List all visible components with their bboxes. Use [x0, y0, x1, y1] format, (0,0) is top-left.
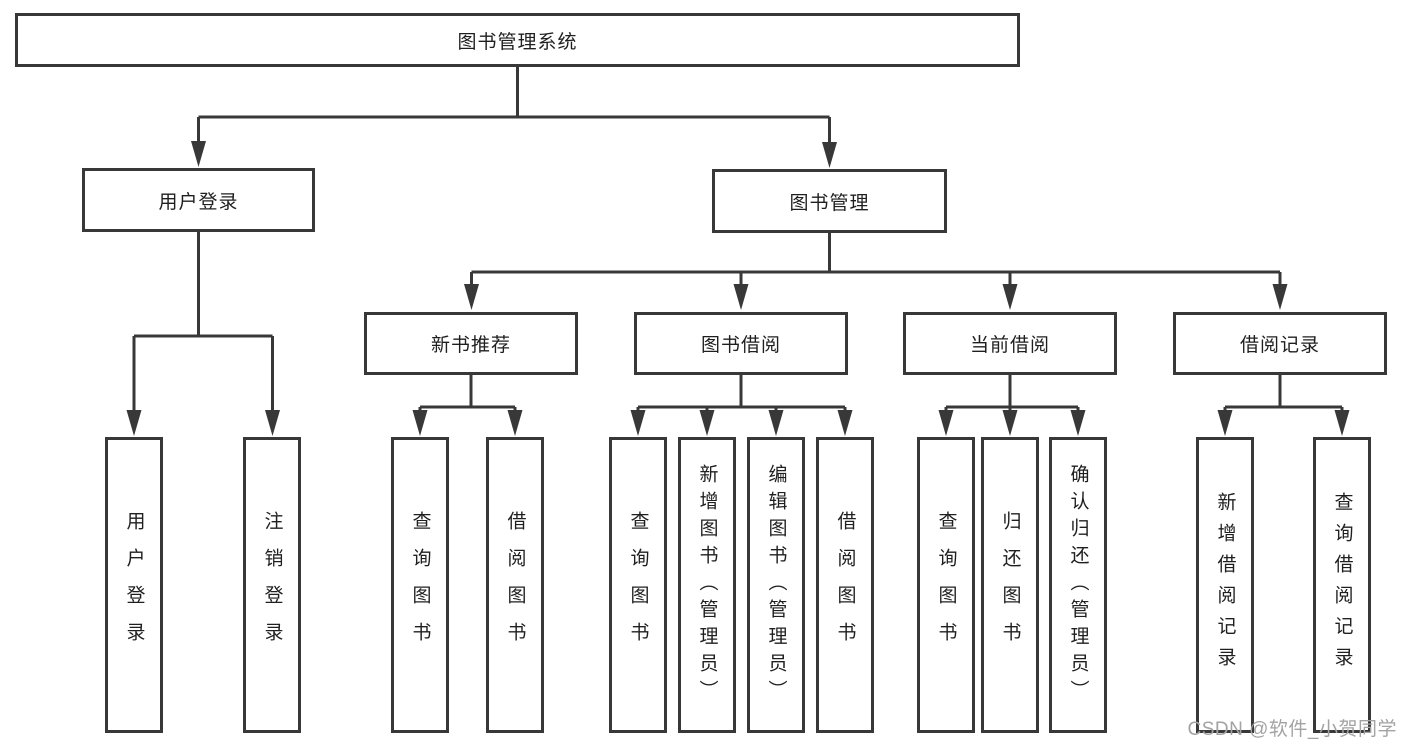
node-label: 当前借阅	[969, 335, 1050, 356]
node-label: 借阅记录	[1239, 335, 1320, 356]
leaf-label: 借阅图书	[834, 511, 856, 659]
leaf-label: 新增图书（管理员）	[696, 463, 718, 707]
leaf-label: 归还图书	[999, 511, 1021, 659]
node-current-borrow: 当前借阅	[903, 312, 1117, 375]
leaf-label: 确认归还（管理员）	[1067, 463, 1089, 707]
node-label: 用户登录	[158, 191, 239, 213]
node-root-system: 图书管理系统	[15, 13, 1020, 67]
leaf-query-books-borrow: 查询图书	[609, 437, 667, 733]
leaf-query-books-current: 查询图书	[917, 437, 975, 733]
leaf-query-books-recommend: 查询图书	[391, 437, 449, 733]
leaf-edit-books-admin: 编辑图书（管理员）	[747, 437, 805, 733]
node-new-book-recommend: 新书推荐	[364, 312, 578, 375]
arrowhead-icons	[126, 141, 1350, 436]
node-book-borrow: 图书借阅	[634, 312, 848, 375]
leaf-confirm-return-admin: 确认归还（管理员）	[1049, 437, 1107, 733]
leaf-label: 查询图书	[627, 511, 649, 659]
node-label: 图书借阅	[700, 335, 781, 356]
node-borrow-records: 借阅记录	[1173, 312, 1387, 375]
node-root-label: 图书管理系统	[457, 31, 578, 53]
node-user-login-module: 用户登录	[82, 168, 315, 232]
leaf-label: 查询借阅记录	[1331, 492, 1353, 678]
leaf-return-books: 归还图书	[981, 437, 1039, 733]
leaf-label: 查询图书	[935, 511, 957, 659]
node-book-management-module: 图书管理	[712, 169, 947, 233]
leaf-label: 借阅图书	[504, 511, 526, 659]
tree-edges	[132, 67, 1344, 412]
leaf-logout: 注销登录	[243, 437, 301, 733]
node-label: 新书推荐	[430, 335, 511, 356]
csdn-watermark: CSDN @软件_小贺同学	[1187, 719, 1397, 740]
leaf-user-login: 用户登录	[105, 437, 163, 733]
leaf-label: 用户登录	[123, 511, 145, 659]
leaf-label: 新增借阅记录	[1214, 492, 1236, 678]
leaf-borrow-books-recommend: 借阅图书	[486, 437, 544, 733]
leaf-add-borrow-record: 新增借阅记录	[1196, 437, 1254, 733]
leaf-borrow-books: 借阅图书	[816, 437, 874, 733]
leaf-query-borrow-record: 查询借阅记录	[1313, 437, 1371, 733]
node-label: 图书管理	[789, 192, 870, 214]
leaf-add-books-admin: 新增图书（管理员）	[678, 437, 736, 733]
leaf-label: 查询图书	[409, 511, 431, 659]
leaf-label: 注销登录	[261, 511, 283, 659]
leaf-label: 编辑图书（管理员）	[765, 463, 787, 707]
